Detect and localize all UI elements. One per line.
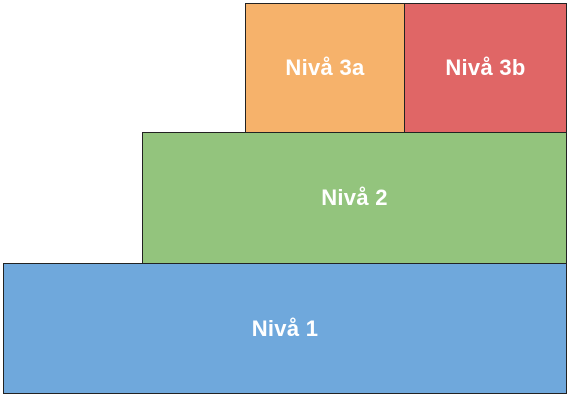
level-3a-label: Nivå 3a — [285, 55, 365, 80]
level-3a-block: Nivå 3a — [245, 3, 405, 133]
level-3b-label: Nivå 3b — [445, 55, 526, 80]
level-1-label: Nivå 1 — [251, 315, 319, 341]
level-2-label: Nivå 2 — [321, 185, 388, 210]
level-3b-block: Nivå 3b — [404, 3, 567, 133]
level-2-block: Nivå 2 — [142, 132, 567, 264]
level-1-block: Nivå 1 — [3, 263, 567, 394]
